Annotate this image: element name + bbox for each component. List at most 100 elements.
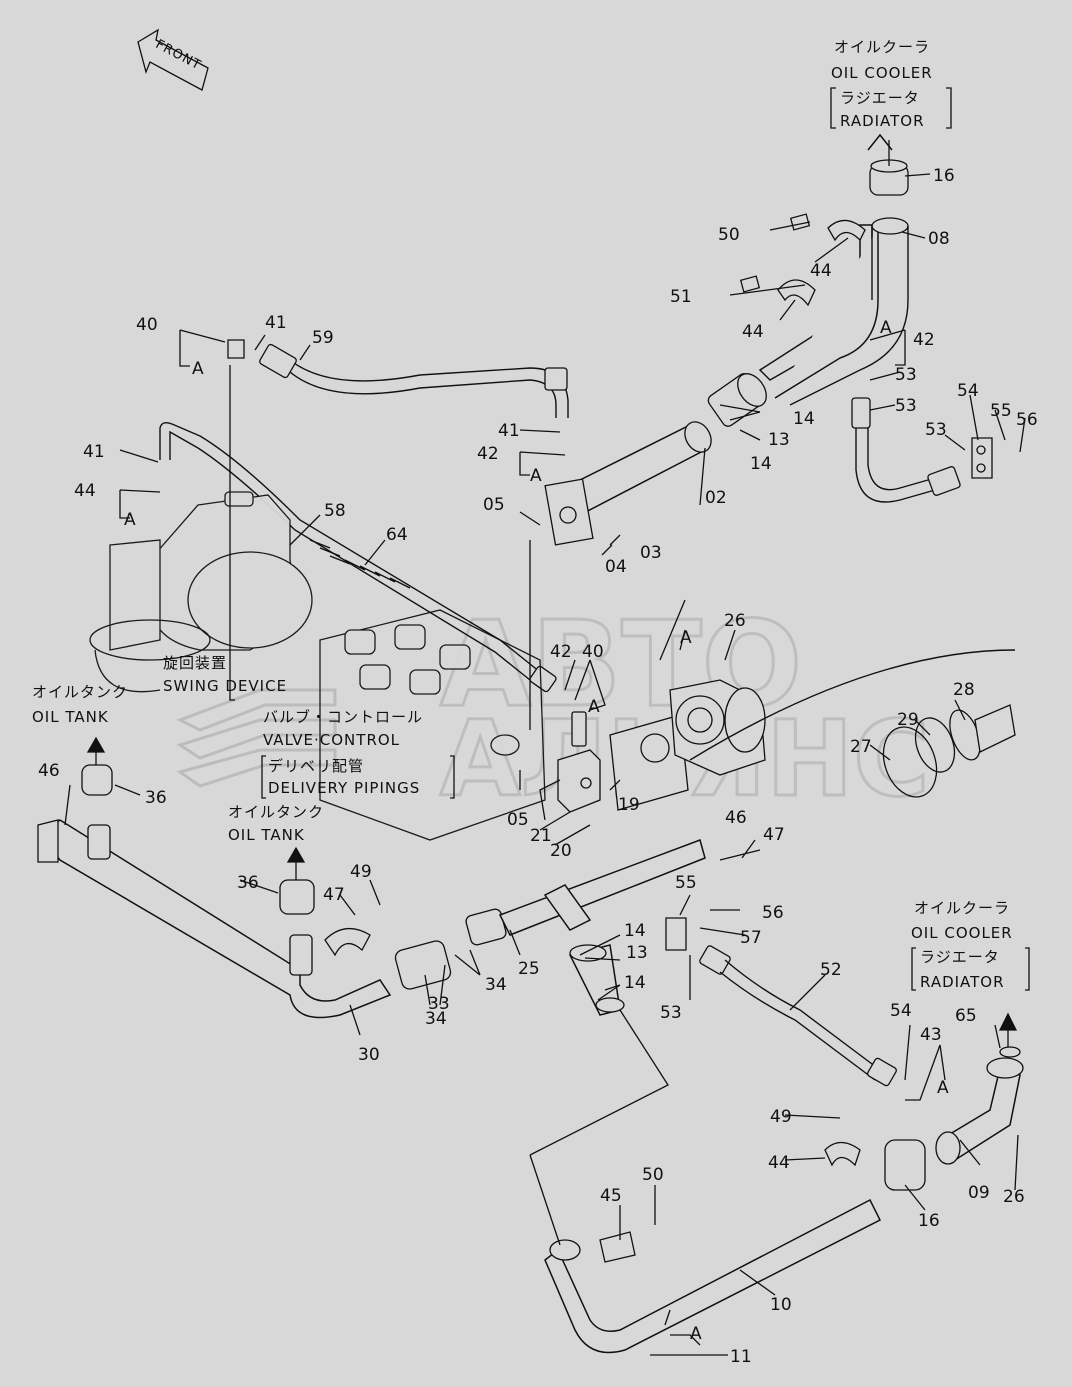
part-number: 41 xyxy=(498,421,520,441)
part-number: 08 xyxy=(928,229,950,249)
part-number: 41 xyxy=(83,442,105,462)
callout-text: バルブ・コントロール xyxy=(263,708,423,726)
callout-oil-tank-mid: オイルタンク OIL TANK xyxy=(228,803,323,844)
ref-mark: A xyxy=(690,1324,702,1344)
callout-text: DELIVERY PIPINGS xyxy=(268,779,420,797)
ref-mark: A xyxy=(937,1078,949,1098)
part-number: 04 xyxy=(605,557,627,577)
part-number: 41 xyxy=(265,313,287,333)
leader-lines xyxy=(64,173,1026,1356)
part-number: 16 xyxy=(933,166,955,186)
part-number: 65 xyxy=(955,1006,977,1026)
callout-text: デリベリ配管 xyxy=(268,757,364,775)
pipe-09-16 xyxy=(884,1012,1024,1191)
callout-text: OIL TANK xyxy=(228,826,305,844)
ref-marks: A A A A A A A A xyxy=(124,318,949,1344)
part-number: 44 xyxy=(810,261,832,281)
callout-oil-tank-left: オイルタンク OIL TANK xyxy=(32,683,128,765)
part-number: 14 xyxy=(624,921,646,941)
part-number: 40 xyxy=(582,642,604,662)
part-number: 54 xyxy=(890,1001,912,1021)
part-number: 13 xyxy=(768,430,790,450)
part-number: 53 xyxy=(895,365,917,385)
part-number: 33 xyxy=(428,994,450,1014)
part-number: 49 xyxy=(770,1107,792,1127)
hose-51 xyxy=(665,917,897,1087)
part-number: 57 xyxy=(740,928,762,948)
part-number: 42 xyxy=(550,642,572,662)
part-number: 25 xyxy=(518,959,540,979)
part-number: 30 xyxy=(358,1045,380,1065)
watermark-logo: АВТО АЛЬЯНС xyxy=(176,594,931,822)
part-number: 47 xyxy=(763,825,785,845)
hose-25-33 xyxy=(394,839,706,990)
part-number: 46 xyxy=(38,761,60,781)
part-number: 42 xyxy=(913,330,935,350)
hose-57-59 xyxy=(159,421,557,693)
thermostat-27-29-28 xyxy=(689,649,1016,798)
part-number: 44 xyxy=(74,481,96,501)
pipe-02 xyxy=(544,421,712,546)
hose-58 xyxy=(227,339,569,418)
flange-pump xyxy=(669,679,766,776)
part-number: 52 xyxy=(820,960,842,980)
part-number: 29 xyxy=(897,710,919,730)
part-number: 09 xyxy=(968,1183,990,1203)
part-number: 16 xyxy=(918,1211,940,1231)
part-number: 02 xyxy=(705,488,727,508)
part-numbers: 02 03 04 05 05 08 09 10 11 13 13 14 14 1… xyxy=(38,166,1038,1367)
ref-mark: A xyxy=(124,510,136,530)
part-number: 26 xyxy=(1003,1187,1025,1207)
coupling-13-14-lower xyxy=(568,944,625,1016)
callout-text: RADIATOR xyxy=(920,973,1005,991)
part-number: 27 xyxy=(850,737,872,757)
callout-text: オイルクーラ xyxy=(914,899,1010,917)
ref-mark: A xyxy=(192,359,204,379)
clamps-44-top xyxy=(739,213,866,307)
part-number: 56 xyxy=(762,903,784,923)
ref-mark: A xyxy=(588,697,600,717)
control-valve xyxy=(319,609,546,841)
ref-mark: A xyxy=(680,628,692,648)
part-number: 19 xyxy=(618,795,640,815)
part-number: 05 xyxy=(483,495,505,515)
part-number: 14 xyxy=(750,454,772,474)
hose-52 xyxy=(851,397,993,503)
part-number: 55 xyxy=(675,873,697,893)
callout-text: OIL TANK xyxy=(32,708,109,726)
callout-text: オイルクーラ xyxy=(834,38,930,56)
part-number: 40 xyxy=(136,315,158,335)
part-number: 64 xyxy=(386,525,408,545)
part-number: 56 xyxy=(1016,410,1038,430)
part-number: 11 xyxy=(730,1347,752,1367)
part-number: 20 xyxy=(550,841,572,861)
hose-08 xyxy=(758,217,909,406)
ref-mark: A xyxy=(880,318,892,338)
hose-elbow-top xyxy=(867,133,909,196)
callout-text: VALVE·CONTROL xyxy=(263,731,400,749)
part-number: 50 xyxy=(718,225,740,245)
part-number: 47 xyxy=(323,885,345,905)
part-number: 05 xyxy=(507,810,529,830)
part-number: 49 xyxy=(350,862,372,882)
part-number: 21 xyxy=(530,826,552,846)
part-number: 50 xyxy=(642,1165,664,1185)
part-number: 51 xyxy=(670,287,692,307)
callout-text: RADIATOR xyxy=(840,112,925,130)
pipe-10 xyxy=(544,1141,882,1354)
part-number: 55 xyxy=(990,401,1012,421)
part-number: 42 xyxy=(477,444,499,464)
part-number: 36 xyxy=(145,788,167,808)
oil-tank-mid-cap xyxy=(279,846,315,915)
callout-text: ラジエータ xyxy=(840,89,920,107)
part-number: 44 xyxy=(742,322,764,342)
callout-text: オイルタンク xyxy=(32,683,128,701)
part-number: 34 xyxy=(485,975,507,995)
part-number: 44 xyxy=(768,1153,790,1173)
part-number: 26 xyxy=(724,611,746,631)
callout-text: SWING DEVICE xyxy=(163,677,287,695)
part-number: 14 xyxy=(624,973,646,993)
front-arrow: FRONT xyxy=(137,28,209,91)
part-number: 03 xyxy=(640,543,662,563)
